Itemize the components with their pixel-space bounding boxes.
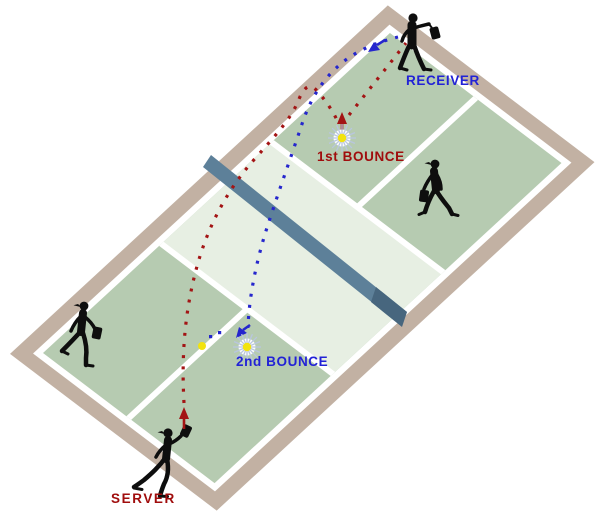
receiver-player-icon <box>397 13 441 72</box>
first-bounce-burst-icon <box>327 123 357 153</box>
rolling-ball-dot <box>209 335 213 339</box>
first-bounce-arrow-icon <box>337 112 347 124</box>
non-volley-zone <box>161 142 444 374</box>
return-direction-arrow-icon <box>368 42 380 52</box>
second-bounce-arrow-icon <box>236 327 247 338</box>
second-bounce-arrow-tail <box>242 323 251 332</box>
return-path <box>246 35 399 329</box>
receiver-label: RECEIVER <box>406 73 480 88</box>
pickleball-icon <box>198 342 206 350</box>
centerline-near <box>126 307 250 420</box>
court <box>10 5 595 511</box>
server-label: SERVER <box>111 491 176 506</box>
server-player-icon <box>131 424 192 499</box>
serve-direction-arrow-icon <box>179 407 189 419</box>
return-direction-arrow-tail <box>376 38 386 47</box>
second-bounce-label: 2nd BOUNCE <box>236 354 329 369</box>
serve-path <box>181 84 339 404</box>
bounce-to-receiver-path <box>347 42 408 116</box>
first-bounce-label: 1st BOUNCE <box>317 149 405 164</box>
near-court-player-icon <box>59 301 103 368</box>
rolling-ball-dot <box>218 331 222 335</box>
net <box>203 155 407 327</box>
far-court-player-icon <box>417 159 460 217</box>
centerline-far <box>354 96 479 209</box>
